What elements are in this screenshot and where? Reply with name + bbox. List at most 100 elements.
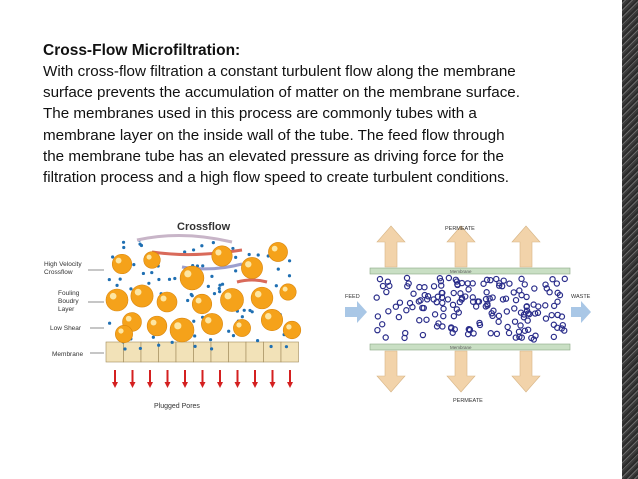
particle	[523, 303, 530, 311]
particle	[462, 293, 469, 300]
solute-dot	[193, 334, 197, 338]
particle	[531, 285, 538, 292]
particle-highlight	[174, 322, 182, 330]
particle	[542, 281, 549, 288]
permeate-label-bottom: PERMEATE	[453, 398, 483, 404]
particle	[449, 301, 457, 309]
particle	[500, 277, 507, 284]
particle	[431, 311, 439, 318]
particle-highlight	[160, 295, 167, 302]
permeate-arrow-head	[217, 382, 223, 388]
particle	[419, 331, 427, 339]
body-line: surface prevents the accumulation of mat…	[43, 84, 520, 102]
solute-dot	[231, 334, 236, 338]
particle-highlight	[254, 290, 262, 298]
solute-dot	[212, 291, 217, 296]
solute-dot	[115, 283, 119, 287]
particle-highlight	[205, 317, 212, 324]
particle	[526, 310, 533, 318]
permeate-arrows-bottom	[376, 350, 541, 393]
particle	[561, 327, 568, 334]
particle	[440, 312, 447, 320]
particle	[480, 280, 487, 287]
particle	[517, 322, 524, 329]
particle	[453, 306, 461, 313]
solute-dot	[122, 245, 126, 250]
particle	[146, 315, 168, 337]
particle	[493, 275, 500, 283]
permeate-arrow-head	[112, 382, 118, 388]
particle	[382, 334, 389, 341]
body-line: The membranes used in this process are c…	[43, 105, 477, 123]
particle	[421, 291, 428, 299]
solute-dot	[157, 277, 161, 282]
particle	[376, 275, 384, 283]
particle	[511, 305, 518, 312]
crossflow-figure: Crossflow High Velocity Crossflow Foulin…	[44, 221, 302, 410]
text-content: Cross-Flow Microfiltration: With cross-f…	[43, 40, 603, 188]
particle	[516, 333, 523, 341]
particle	[487, 276, 494, 284]
membrane-cell	[245, 341, 264, 363]
figure-title: Crossflow	[177, 221, 231, 233]
particle	[483, 289, 490, 296]
particle-highlight	[125, 315, 132, 322]
particle	[419, 304, 426, 312]
particle	[530, 336, 538, 343]
particle-highlight	[184, 270, 192, 278]
solute-dot	[234, 255, 238, 259]
solute-dot	[218, 289, 222, 294]
particle	[474, 298, 481, 305]
particle	[498, 282, 506, 290]
label-high-velocity: High Velocity Crossflow	[44, 261, 83, 276]
particle	[111, 253, 133, 275]
body-line: With cross-flow filtration a constant tu…	[43, 63, 516, 80]
particle	[392, 303, 400, 310]
particle	[561, 275, 568, 283]
particle	[282, 320, 302, 340]
solute-dot	[189, 292, 193, 297]
particle	[489, 294, 496, 301]
solute-dot	[138, 346, 142, 351]
particle	[130, 284, 154, 308]
particle	[521, 327, 529, 334]
solute-dot	[211, 241, 215, 245]
solute-dot	[138, 242, 142, 246]
particle	[511, 318, 519, 325]
particle	[373, 294, 380, 301]
body-line: the membrane tube has an elevated pressu…	[43, 147, 504, 165]
permeate-arrow-head	[182, 382, 188, 388]
solute-dot	[118, 277, 122, 281]
membrane-label-top: Membrane	[450, 269, 472, 274]
solute-dot	[248, 308, 252, 313]
solute-dot	[107, 277, 111, 282]
particle	[143, 251, 161, 269]
particle	[483, 276, 491, 284]
solute-dot	[274, 284, 278, 288]
particle	[521, 281, 528, 288]
particle	[416, 317, 423, 324]
particle-highlight	[245, 261, 252, 268]
solute-dot	[200, 244, 204, 248]
particle	[250, 286, 274, 310]
membrane-label-bottom: Membrane	[450, 345, 472, 350]
particle	[495, 318, 502, 325]
label-fouling-layer: Fouling Boudry Layer	[58, 290, 81, 313]
particle	[518, 275, 525, 283]
particle	[476, 319, 483, 327]
particle	[169, 317, 195, 343]
solute-dot	[255, 339, 260, 343]
particle-highlight	[286, 324, 292, 330]
particle	[401, 334, 408, 342]
particle	[512, 296, 520, 304]
particle	[549, 275, 556, 283]
particle	[447, 325, 455, 332]
membrane-layer	[105, 341, 299, 363]
particle-highlight	[282, 286, 288, 292]
particle	[279, 283, 297, 301]
particle	[451, 326, 459, 333]
solute-dot	[218, 283, 222, 287]
particle-highlight	[146, 254, 152, 260]
particle	[554, 289, 561, 297]
solute-dot	[287, 274, 292, 278]
